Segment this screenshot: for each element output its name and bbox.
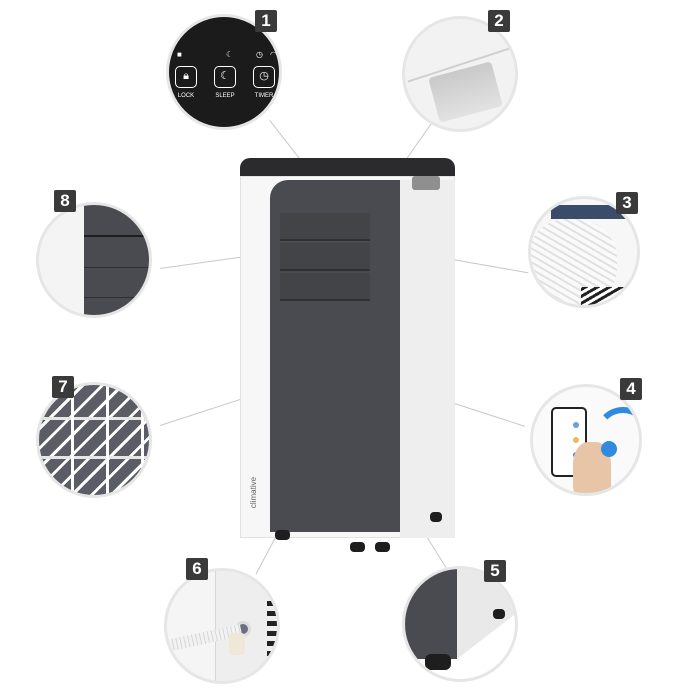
feature-badge-1: 1 (255, 10, 277, 32)
window-panel (551, 205, 631, 219)
ac-wheel-1 (275, 530, 290, 540)
wifi-signal-icon (595, 407, 639, 463)
detail-circle-drain (164, 568, 280, 684)
ac-side-panel (400, 180, 455, 538)
ac-louver-1 (280, 213, 370, 241)
detail-circle-control-panel: ■ ☾ ◷ ◠ 🔒︎ LOCK ☾ SLEEP ◷ TIMER (166, 14, 282, 130)
ac-louver-2 (280, 243, 370, 271)
ac-wheel-3 (375, 542, 390, 552)
base-white-panel (457, 569, 515, 659)
feature-badge-4: 4 (620, 378, 642, 400)
lock-button[interactable]: 🔒︎ (175, 66, 197, 88)
drain-clip (229, 633, 245, 655)
louver-line-3 (84, 297, 149, 298)
side-vents (267, 601, 277, 671)
feature-badge-2: 2 (488, 10, 510, 32)
detail-circle-louvers (36, 202, 152, 318)
wifi-status-icon: ◠ (270, 50, 277, 59)
lock-label: LOCK (177, 93, 195, 99)
ac-louver-3 (280, 273, 370, 301)
rear-wheel (493, 609, 505, 619)
front-wheel (425, 654, 451, 670)
filter-grid (39, 385, 149, 495)
rear-grille (581, 287, 631, 305)
feature-badge-8: 8 (54, 190, 76, 212)
timer-label: TIMER (254, 93, 274, 99)
air-conditioner-unit: climative (240, 158, 455, 552)
louver-line-2 (84, 267, 149, 268)
app-dot-1 (573, 422, 579, 428)
ac-wheel-4 (430, 512, 442, 522)
brand-logo: climative (249, 476, 259, 509)
lock-status-icon: ■ (177, 50, 182, 59)
louver-line-1 (84, 235, 149, 237)
detail-circle-filter (36, 382, 152, 498)
feature-badge-6: 6 (186, 558, 208, 580)
detail-circle-handle (402, 16, 518, 132)
sleep-status-icon: ☾ (226, 50, 234, 59)
ac-handle (412, 176, 440, 190)
detail-circle-exhaust-hose (528, 196, 640, 308)
detail-circle-wheels (402, 566, 518, 682)
feature-badge-3: 3 (616, 192, 638, 214)
feature-badge-7: 7 (52, 376, 74, 398)
app-dot-2 (573, 437, 579, 443)
feature-badge-5: 5 (484, 560, 506, 582)
detail-circle-wifi-app (530, 384, 642, 496)
base-dark-panel (405, 569, 457, 659)
wifi-dot (601, 441, 617, 457)
timer-button[interactable]: ◷ (253, 66, 275, 88)
sleep-button[interactable]: ☾ (214, 66, 236, 88)
louver-panel (84, 205, 149, 315)
sleep-label: SLEEP (215, 93, 235, 99)
ac-top-panel (240, 158, 455, 180)
ac-wheel-2 (350, 542, 365, 552)
timer-status-icon: ◷ (256, 50, 263, 59)
